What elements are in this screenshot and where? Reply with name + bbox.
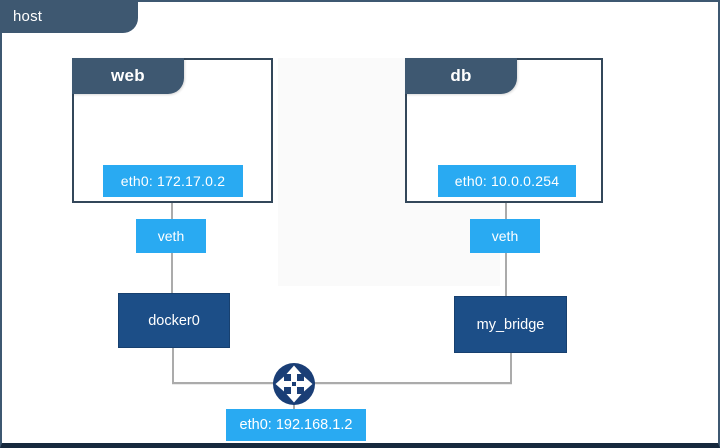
bridge-mybridge-label: my_bridge	[476, 316, 545, 333]
container-db: db eth0: 10.0.0.254	[405, 58, 603, 203]
veth-db-label: veth	[491, 228, 519, 244]
container-web: web eth0: 172.17.0.2	[72, 58, 273, 203]
wire-mybridge-down	[510, 353, 512, 383]
db-eth-label: eth0: 10.0.0.254	[454, 173, 560, 189]
wire-veth-to-mybridge	[505, 253, 507, 296]
veth-web-label: veth	[157, 228, 185, 244]
bridge-docker0-node: docker0	[118, 293, 230, 348]
veth-web-node: veth	[136, 219, 206, 253]
bridge-docker0-label: docker0	[148, 312, 200, 329]
wire-db-to-veth	[505, 203, 507, 219]
wire-bridge-bus	[172, 382, 512, 384]
host-eth-label: eth0: 192.168.1.2	[239, 417, 353, 433]
container-web-tab: web	[72, 58, 184, 94]
wire-veth-to-docker0	[171, 253, 173, 293]
container-db-label: db	[450, 66, 472, 85]
router-cross-arrows-icon	[273, 363, 315, 405]
container-web-label: web	[111, 66, 145, 85]
wire-web-to-veth	[171, 203, 173, 219]
veth-db-node: veth	[470, 219, 540, 253]
bridge-mybridge-node: my_bridge	[454, 296, 567, 353]
wire-router-to-eth	[293, 402, 295, 410]
host-label-tab: host	[0, 0, 138, 33]
host-label: host	[13, 8, 43, 25]
db-eth-badge: eth0: 10.0.0.254	[438, 165, 576, 197]
wire-docker0-down	[172, 348, 174, 384]
web-eth-badge: eth0: 172.17.0.2	[103, 165, 243, 197]
web-eth-label: eth0: 172.17.0.2	[120, 173, 226, 189]
host-eth-badge: eth0: 192.168.1.2	[226, 409, 366, 441]
container-db-tab: db	[405, 58, 517, 94]
